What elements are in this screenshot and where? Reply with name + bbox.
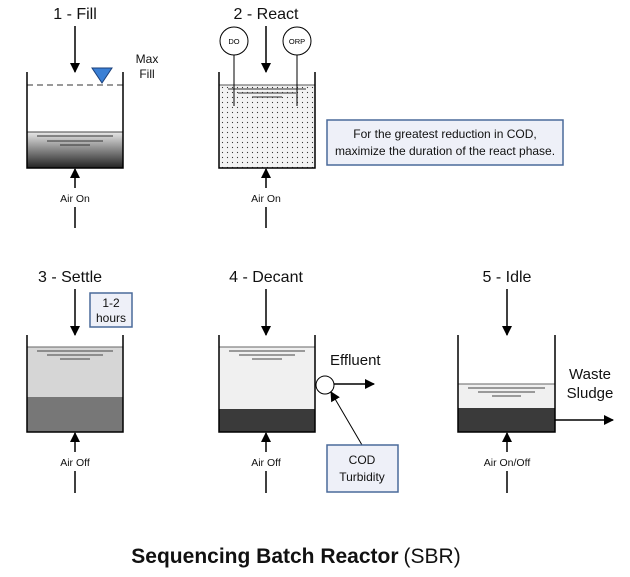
sludge [27, 397, 123, 432]
air-label: Air On/Off [484, 457, 531, 469]
monitor-text: Turbidity [339, 470, 385, 484]
air-label: Air On [251, 193, 281, 205]
max-fill-label: Max [136, 52, 159, 66]
monitor-box [326, 444, 399, 493]
air-label: Air Off [60, 457, 90, 469]
stage-idle: 5 - Idle Waste Sludge Air On/Off [457, 269, 614, 493]
do-probe-icon [219, 26, 249, 56]
stage-label: 1 - Fill [53, 6, 97, 23]
stage-decant: 4 - Decant Effluent COD Turbidity Air Of… [218, 269, 399, 493]
duration-text: 1-2 [102, 296, 120, 310]
effluent-label: Effluent [330, 352, 381, 369]
note-text: For the greatest reduction in COD, [353, 127, 536, 141]
duration-text: hours [96, 311, 126, 325]
air-label: Air On [60, 193, 90, 205]
callout-arrow [330, 391, 363, 446]
stage-label: 2 - React [234, 6, 299, 23]
stage-label: 4 - Decant [229, 269, 303, 286]
waste-sludge-label: Sludge [567, 385, 614, 402]
stage-fill: 1 - Fill Max Fill Air On [26, 6, 159, 228]
max-fill-marker-icon [91, 67, 113, 84]
air-label: Air Off [251, 457, 281, 469]
liquid [27, 132, 123, 168]
sensor-icon [315, 375, 335, 395]
probe-label: DO [228, 37, 239, 46]
sludge [219, 409, 315, 432]
stage-settle: 3 - Settle 1-2 hours Air Off [26, 269, 133, 493]
waste-sludge-label: Waste [569, 366, 611, 383]
mixed-liquor [219, 85, 315, 168]
title-abbr: (SBR) [404, 545, 461, 568]
duration-box [89, 292, 133, 328]
orp-probe-icon [282, 26, 312, 56]
stage-label: 5 - Idle [483, 269, 532, 286]
stage-label: 3 - Settle [38, 269, 102, 286]
title-main: Sequencing Batch Reactor [131, 545, 398, 568]
monitor-text: COD [349, 453, 376, 467]
sludge [458, 408, 555, 432]
note-text: maximize the duration of the react phase… [335, 144, 555, 158]
stage-react: 2 - React DO ORP Air On For the greatest… [218, 6, 564, 228]
note-box [326, 119, 564, 166]
max-fill-label: Fill [139, 67, 154, 81]
diagram-title: Sequencing Batch Reactor (SBR) [131, 545, 460, 568]
probe-label: ORP [289, 37, 305, 46]
